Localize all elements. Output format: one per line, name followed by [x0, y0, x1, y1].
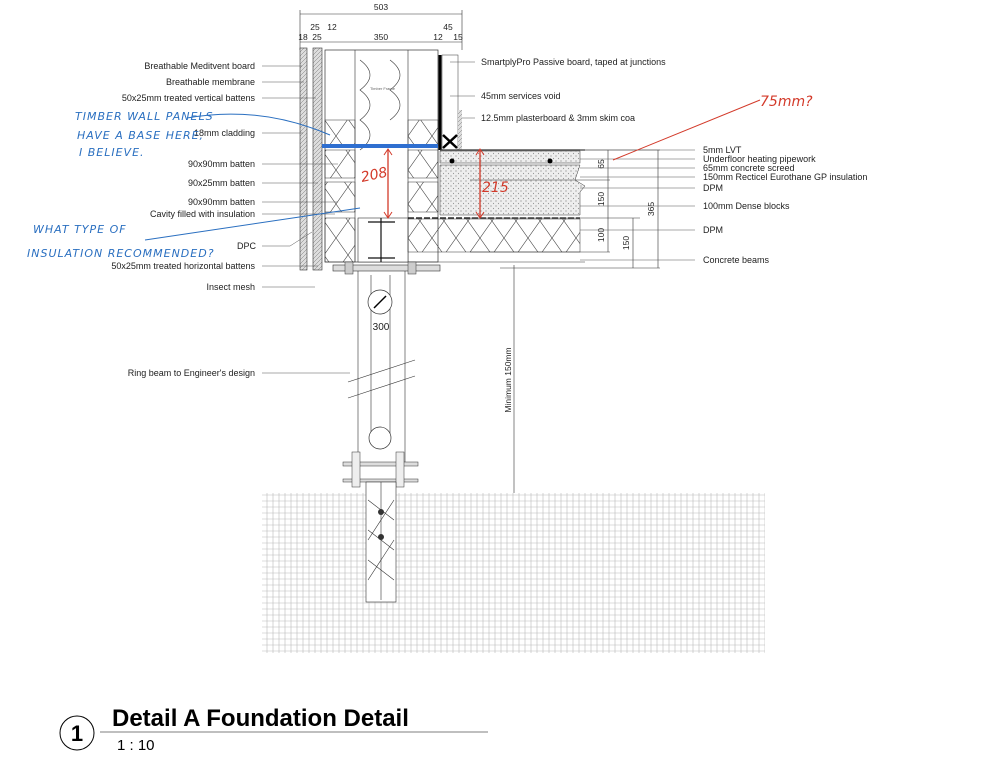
leader-lines [262, 61, 695, 374]
floor-buildup [407, 149, 586, 263]
label-dpc: DPC [237, 241, 257, 251]
label-dense-blocks: 100mm Dense blocks [703, 201, 790, 211]
blue-note-2-line-2: INSULATION RECOMMENDED? [27, 247, 215, 260]
label-insulation: 150mm Recticel Eurothane GP insulation [703, 172, 867, 182]
detail-scale: 1 : 10 [117, 737, 155, 754]
dim-350: 350 [374, 32, 388, 42]
label-batten-90x90b: 90x90mm batten [188, 197, 255, 207]
dim-18: 18 [298, 32, 308, 42]
dim-25: 25 [312, 32, 322, 42]
label-insect-mesh: Insect mesh [206, 282, 255, 292]
label-membrane: Breathable membrane [166, 77, 255, 87]
red-dim-208: 208 [360, 165, 390, 186]
label-screed: 65mm concrete screed [703, 163, 795, 173]
blue-note-1-line-2: HAVE A BASE HERE, [77, 129, 204, 142]
label-batten-90x90: 90x90mm batten [188, 159, 255, 169]
label-ufh: Underfloor heating pipework [703, 154, 816, 164]
label-dpm-2: DPM [703, 225, 723, 235]
ring-beam-post: 300 [332, 261, 441, 488]
right-dimensions: 65 150 100 150 365 [470, 149, 660, 269]
minimum-label: Minimum 150mm [503, 347, 513, 412]
timber-frame-label: Timber Frame [370, 86, 396, 91]
label-ring-beam: Ring beam to Engineer's design [128, 368, 255, 378]
minimum-clearance-dimension: Minimum 150mm [503, 265, 515, 495]
red-note-75mm: 75mm? [760, 94, 813, 110]
red-markup-notes: 75mm? 208 215 [360, 94, 813, 219]
dim-overall: 503 [374, 2, 388, 12]
top-right-labels: SmartplyPro Passive board, taped at junc… [481, 57, 666, 123]
blue-note-1-line-3: I BELIEVE. [79, 146, 145, 159]
detail-number: 1 [71, 721, 83, 746]
blue-note-2-line-1: WHAT TYPE OF [33, 223, 127, 236]
label-dpm-1: DPM [703, 183, 723, 193]
detail-title: Detail A Foundation Detail [112, 705, 409, 732]
dim-12-upper: 12 [327, 22, 337, 32]
label-lvt: 5mm LVT [703, 145, 742, 155]
label-cladding: 18mm cladding [194, 128, 255, 138]
top-dimensions: 503 18 25 350 12 15 25 12 45 [298, 2, 463, 50]
red-dim-215: 215 [482, 180, 509, 196]
dim-12b: 12 [433, 32, 443, 42]
dim-25-upper: 25 [310, 22, 320, 32]
label-cavity: Cavity filled with insulation [150, 209, 255, 219]
label-concrete-beams: Concrete beams [703, 255, 770, 265]
label-batten-90x25: 90x25mm batten [188, 178, 255, 188]
ground [262, 493, 765, 653]
left-labels: Breathable Meditvent board Breathable me… [111, 61, 256, 378]
right-labels: 5mm LVT Underfloor heating pipework 65mm… [703, 145, 867, 265]
dim-150: 150 [596, 192, 606, 206]
post-size: 300 [373, 322, 390, 333]
blue-note-1-line-1: TIMBER WALL PANELS [75, 110, 214, 123]
dim-65: 65 [596, 159, 606, 169]
title-block: 1 Detail A Foundation Detail 1 : 10 [59, 705, 488, 754]
label-plasterboard: 12.5mm plasterboard & 3mm skim coa [481, 113, 635, 123]
label-horizontal-battens: 50x25mm treated horizontal battens [111, 261, 255, 271]
label-meditvent: Breathable Meditvent board [144, 61, 255, 71]
label-services-void: 45mm services void [481, 91, 561, 101]
label-smartply: SmartplyPro Passive board, taped at junc… [481, 57, 666, 67]
screw-pile [365, 481, 397, 603]
dim-365: 365 [646, 202, 656, 216]
blue-markup-notes: TIMBER WALL PANELS HAVE A BASE HERE, I B… [27, 110, 361, 260]
dim-15: 15 [453, 32, 463, 42]
dim-45-upper: 45 [443, 22, 453, 32]
dim-150b: 150 [621, 236, 631, 250]
label-vertical-battens: 50x25mm treated vertical battens [122, 93, 256, 103]
dim-100: 100 [596, 228, 606, 242]
